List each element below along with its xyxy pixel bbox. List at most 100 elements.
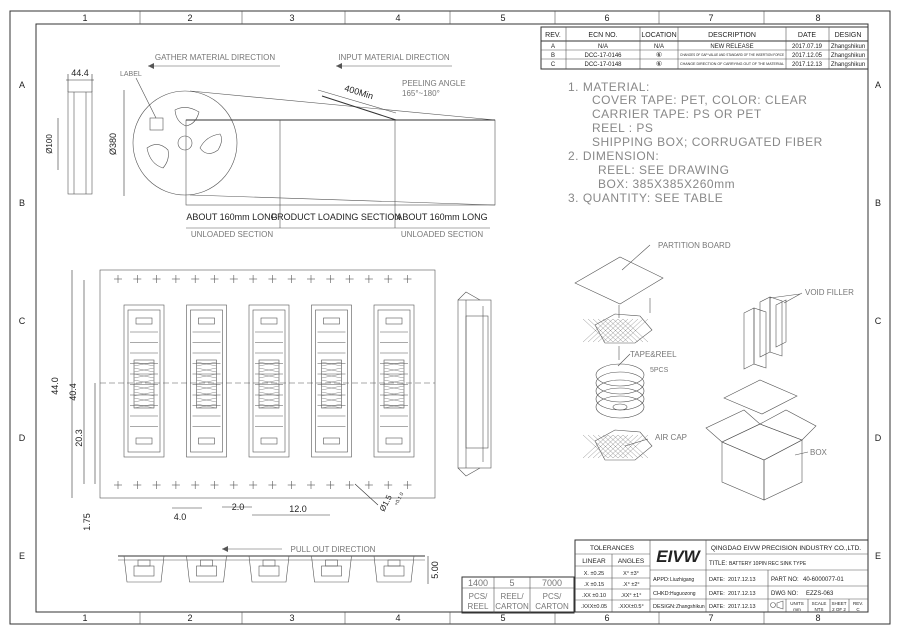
grid-col-top-3: 3 [289, 13, 294, 23]
qty-label-1a: PCS/ [469, 592, 488, 601]
void-filler-shape [743, 296, 787, 370]
packaging-illustration: PARTITION BOARD TAPE&REEL 5PCS AIR CAP [574, 241, 854, 501]
rev-header-design: DESIGN [835, 32, 862, 39]
sprocket-hole-bottom-15 [403, 481, 412, 489]
tape-pocket-2 [186, 304, 227, 458]
date-label-2: DATE: [709, 591, 725, 597]
dim-hole-offset: 2.0 [232, 502, 245, 512]
dwg-no-label: DWG NO: [771, 591, 798, 597]
grid-col-top-7: 7 [708, 13, 713, 23]
grid-col-top-5: 5 [500, 13, 505, 23]
grid-col-bottom-6: 6 [604, 613, 609, 623]
tape-strip [185, 119, 496, 206]
grid-row-right-D: D [875, 433, 882, 443]
rev-a-design: Zhangshikun [831, 44, 865, 50]
profile-pocket-1 [123, 555, 165, 583]
qty-pcs-per-reel: 1400 [468, 578, 488, 588]
sprocket-hole-bottom-12 [345, 481, 354, 489]
sprocket-hole-top-1 [133, 275, 142, 283]
dim-center: 20.3 [74, 429, 84, 447]
note-quantity: 3. QUANTITY: SEE TABLE [568, 191, 723, 205]
tolerances-title: TOLERANCES [590, 545, 635, 552]
title-label: TITLE: [709, 561, 727, 567]
reel-label-patch [149, 117, 164, 131]
sprocket-hole-top-9 [287, 275, 296, 283]
profile-pocket-5 [373, 555, 415, 583]
unloaded-left: UNLOADED SECTION [191, 230, 273, 239]
rev-header-rev: REV. [545, 32, 561, 39]
rev-c-date: 2017.12.13 [792, 62, 823, 68]
chkd-label: CHKD: [653, 591, 671, 597]
scale-value: NTS [815, 607, 824, 612]
rev-header-location: LOCATION [641, 32, 676, 39]
rev-a-rev: A [551, 44, 555, 50]
sprocket-hole-bottom-2 [152, 481, 161, 489]
carrier-tape-side-view [457, 291, 492, 477]
grid-row-left-E: E [19, 551, 25, 561]
reel-label-text: LABEL [120, 71, 142, 78]
input-direction: INPUT MATERIAL DIRECTION [338, 53, 450, 62]
sprocket-hole-bottom-4 [191, 481, 200, 489]
grid-col-top-4: 4 [395, 13, 400, 23]
peeling-angle-label: PEELING ANGLE [402, 79, 466, 88]
grid-col-top-2: 2 [187, 13, 192, 23]
grid-col-bottom-5: 5 [500, 613, 505, 623]
sprocket-holes-bottom [114, 481, 412, 489]
tol-linear-0: X. ±0.25 [584, 571, 604, 577]
note-material: 1. MATERIAL: [568, 80, 650, 94]
rev-b-rev: B [551, 53, 555, 59]
rev-value: C [856, 607, 860, 612]
rev-a-ecn: N/A [598, 44, 608, 50]
note-box-dim: BOX: 385X385X260mm [598, 177, 735, 191]
scale-label: SCALE [812, 601, 827, 606]
grid-row-left-A: A [19, 80, 25, 90]
tape-pocket-4 [311, 304, 352, 458]
profile-pocket-2 [186, 555, 227, 583]
revision-table: REV. ECN NO. LOCATION DESCRIPTION DATE D… [540, 26, 869, 70]
qty-label-3a: PCS/ [543, 592, 562, 601]
carrier-tape-profile: 5.00 PULL OUT DIRECTION [118, 545, 440, 584]
sprocket-hole-top-12 [345, 275, 354, 283]
note-reel: REEL : PS [592, 121, 653, 135]
qty-label-2b: CARTON [495, 602, 529, 611]
sheet-label: SHEET [831, 601, 846, 606]
sprocket-hole-bottom-9 [287, 481, 296, 489]
tol-angle-1: .X° ±2° [622, 582, 639, 588]
sprocket-hole-bottom-13 [364, 481, 373, 489]
tol-linear-3: .XXX±0.05 [581, 604, 607, 610]
date-value-3: 2017.12.13 [728, 604, 756, 610]
rev-b-description: CHANGES OF GAP VALUE AND STANDARD OF THE… [680, 53, 785, 57]
rev-label: REV. [853, 601, 863, 606]
tape-reel-stack [595, 363, 645, 419]
tol-linear-1: .X ±0.15 [584, 582, 604, 588]
grid-col-top-8: 8 [815, 13, 820, 23]
appd-label: APPD: [653, 577, 670, 583]
appd-value: Liuzhigang [670, 577, 694, 583]
sprocket-hole-bottom-6 [229, 481, 238, 489]
dim-edge: 1.75 [82, 513, 92, 531]
sprocket-hole-top-5 [210, 275, 219, 283]
gather-direction: GATHER MATERIAL DIRECTION [155, 53, 276, 62]
pocket-row [123, 304, 415, 458]
rev-b-ecn: DCC-17-0146 [584, 53, 622, 59]
dim-hole-pitch: 4.0 [174, 512, 187, 522]
sprocket-hole-bottom-11 [326, 481, 335, 489]
sprocket-hole-top-0 [114, 275, 122, 283]
sprocket-holes-top [114, 275, 412, 283]
grid-row-right-A: A [875, 80, 881, 90]
rev-b-design: Zhangshikun [831, 53, 865, 59]
profile-pocket-4 [311, 555, 352, 583]
grid-col-top-6: 6 [604, 13, 609, 23]
sprocket-hole-bottom-1 [133, 481, 142, 489]
grid-row-right-E: E [875, 551, 881, 561]
qty-pcs-per-carton: 7000 [542, 578, 562, 588]
box-label: BOX [810, 448, 828, 457]
grid-row-left-D: D [19, 433, 26, 443]
void-filler-label: VOID FILLER [805, 288, 854, 297]
design-value: Zhangshikun [676, 604, 705, 610]
qty-label-3b: CARTON [535, 602, 569, 611]
grid-row-right-C: C [875, 316, 882, 326]
pull-out-direction: PULL OUT DIRECTION [291, 545, 376, 554]
sprocket-hole-top-10 [307, 275, 315, 283]
